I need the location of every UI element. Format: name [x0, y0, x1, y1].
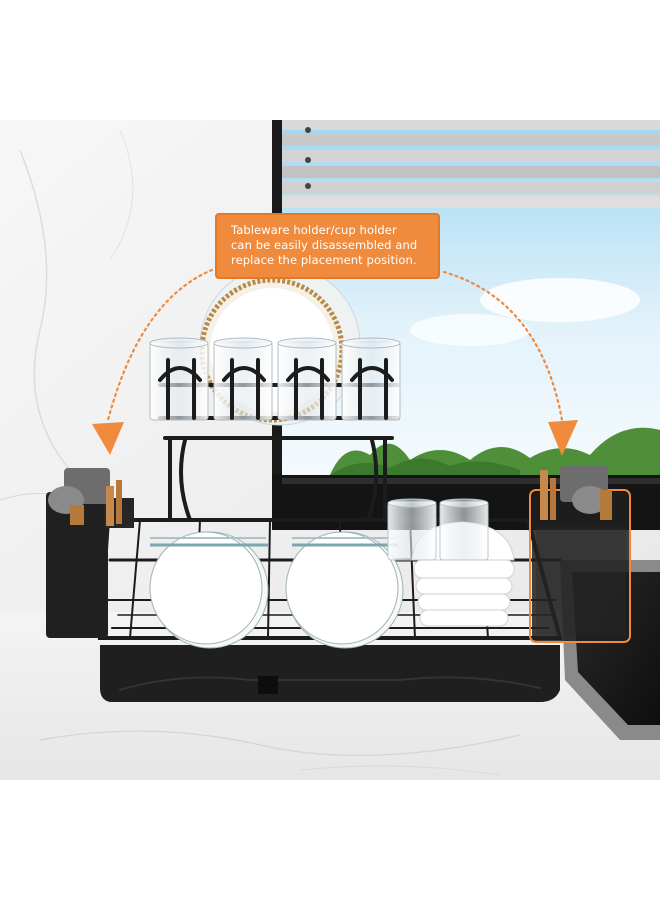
callout-line-3: replace the placement position. — [231, 253, 417, 267]
callout-line-1: Tableware holder/cup holder — [231, 223, 397, 237]
curved-dotted-arrow-down-right-icon — [442, 270, 564, 422]
curved-dotted-arrow-down-left-icon — [106, 268, 214, 422]
left-utensil-holder — [46, 468, 134, 638]
callout-line-2: can be easily disassembled and — [231, 238, 418, 252]
plates-middle — [285, 531, 404, 649]
glasses-lower — [387, 498, 489, 561]
feature-callout: Tableware holder/cup holder can be easil… — [215, 213, 440, 279]
right-utensil-holder — [529, 466, 631, 643]
plates-left — [149, 531, 269, 649]
